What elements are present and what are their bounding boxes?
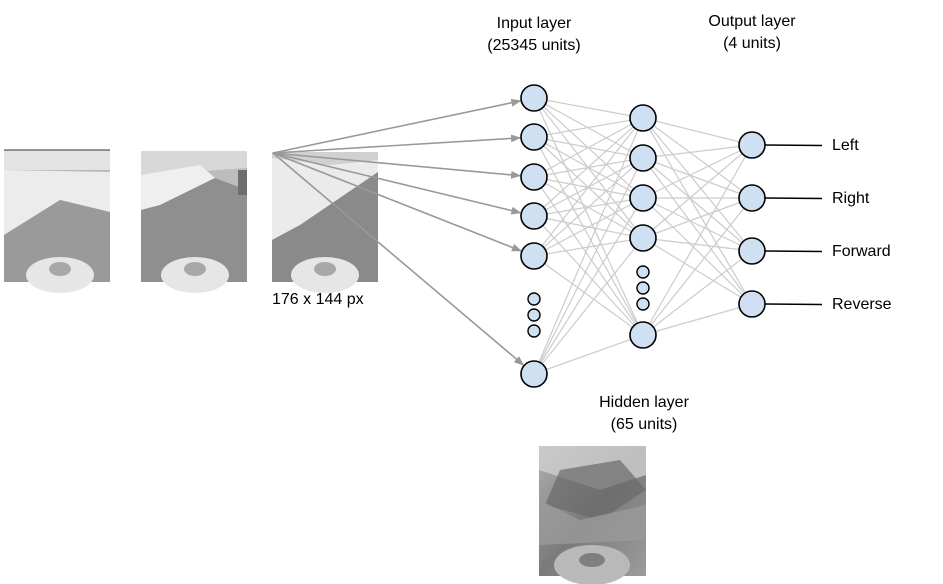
connection-hidden-1-output-0 bbox=[642, 144, 753, 159]
output-label-right: Right bbox=[832, 190, 870, 207]
connection-hidden-2-output-2 bbox=[642, 197, 753, 252]
connection-input-5-hidden-0 bbox=[533, 117, 644, 375]
input-node-4 bbox=[520, 242, 548, 270]
output-lines bbox=[764, 144, 823, 306]
connection-hidden-4-output-0 bbox=[642, 144, 753, 336]
connection-hidden-3-output-3 bbox=[642, 237, 753, 305]
output-line-0 bbox=[764, 144, 823, 147]
connection-input-5-hidden-2 bbox=[533, 197, 644, 375]
connection-hidden-0-output-1 bbox=[642, 117, 753, 199]
output-line-2 bbox=[764, 250, 823, 253]
input-arrow-1 bbox=[272, 134, 522, 154]
input-arrow-4 bbox=[272, 152, 522, 252]
connection-hidden-4-output-3 bbox=[642, 303, 753, 336]
input-ellipsis-dot-1 bbox=[527, 308, 541, 322]
connection-hidden-1-output-1 bbox=[642, 157, 753, 199]
connection-input-4-hidden-2 bbox=[533, 197, 644, 257]
input-ellipsis-dot-0 bbox=[527, 292, 541, 306]
hidden-unit-weights-image bbox=[539, 446, 646, 584]
input-arrow-5 bbox=[272, 152, 525, 366]
input-arrow-0 bbox=[272, 98, 522, 154]
hidden-output-connections bbox=[642, 117, 753, 336]
output-node-3 bbox=[738, 290, 766, 318]
connection-input-2-hidden-0 bbox=[533, 117, 644, 178]
connection-input-3-hidden-4 bbox=[533, 215, 644, 336]
connection-input-4-hidden-1 bbox=[533, 157, 644, 257]
connection-input-1-hidden-4 bbox=[533, 136, 644, 336]
input-layer-title: Input layer bbox=[496, 15, 572, 32]
connection-input-4-hidden-4 bbox=[533, 255, 644, 336]
input-node-5 bbox=[520, 360, 548, 388]
hidden-node-4 bbox=[629, 321, 657, 349]
connection-hidden-3-output-0 bbox=[642, 144, 753, 239]
output-node-1 bbox=[738, 184, 766, 212]
input-layer-units: (25345 units) bbox=[487, 37, 581, 54]
connection-hidden-3-output-1 bbox=[642, 197, 753, 239]
output-node-0 bbox=[738, 131, 766, 159]
camera-frame-1 bbox=[4, 149, 110, 293]
input-arrow-3 bbox=[272, 152, 522, 215]
hidden-layer-units: (65 units) bbox=[610, 416, 678, 433]
output-node-2 bbox=[738, 237, 766, 265]
input-node-2 bbox=[520, 163, 548, 191]
network-nodes bbox=[520, 84, 766, 388]
connection-input-4-hidden-0 bbox=[533, 117, 644, 257]
output-label-forward: Forward bbox=[832, 243, 891, 260]
connection-hidden-0-output-0 bbox=[642, 117, 753, 146]
hidden-node-1 bbox=[629, 144, 657, 172]
connection-input-1-hidden-0 bbox=[533, 117, 644, 138]
connection-input-5-hidden-1 bbox=[533, 157, 644, 375]
connection-hidden-4-output-2 bbox=[642, 250, 753, 336]
hidden-ellipsis-dot-2 bbox=[636, 297, 650, 311]
connection-hidden-2-output-0 bbox=[642, 144, 753, 199]
output-label-left: Left bbox=[832, 137, 859, 154]
output-line-3 bbox=[764, 303, 823, 306]
connection-hidden-1-output-2 bbox=[642, 157, 753, 252]
connection-input-5-hidden-4 bbox=[533, 334, 644, 375]
connection-input-0-hidden-4 bbox=[533, 97, 644, 336]
input-node-3 bbox=[520, 202, 548, 230]
input-node-0 bbox=[520, 84, 548, 112]
hidden-ellipsis-dot-0 bbox=[636, 265, 650, 279]
output-layer-title: Output layer bbox=[708, 13, 796, 30]
input-hidden-connections bbox=[533, 97, 644, 375]
hidden-node-3 bbox=[629, 224, 657, 252]
output-label-reverse: Reverse bbox=[832, 296, 892, 313]
input-arrow-2 bbox=[272, 152, 522, 179]
hidden-node-0 bbox=[629, 104, 657, 132]
hidden-ellipsis-dot-1 bbox=[636, 281, 650, 295]
connection-hidden-0-output-3 bbox=[642, 117, 753, 305]
hidden-node-2 bbox=[629, 184, 657, 212]
input-ellipsis-dot-2 bbox=[527, 324, 541, 338]
connection-hidden-3-output-2 bbox=[642, 237, 753, 252]
output-layer-units: (4 units) bbox=[723, 35, 781, 52]
connection-input-3-hidden-0 bbox=[533, 117, 644, 217]
connection-hidden-4-output-1 bbox=[642, 197, 753, 336]
output-line-1 bbox=[764, 197, 823, 200]
connection-hidden-1-output-3 bbox=[642, 157, 753, 305]
hidden-layer-title: Hidden layer bbox=[599, 394, 689, 411]
connection-hidden-2-output-3 bbox=[642, 197, 753, 305]
input-node-1 bbox=[520, 123, 548, 151]
connection-hidden-0-output-2 bbox=[642, 117, 753, 252]
connection-input-2-hidden-4 bbox=[533, 176, 644, 336]
connection-input-0-hidden-0 bbox=[533, 97, 644, 119]
camera-frame-2 bbox=[141, 151, 247, 293]
frame-size-label: 176 x 144 px bbox=[272, 291, 364, 308]
connection-input-5-hidden-3 bbox=[533, 237, 644, 375]
input-arrows bbox=[272, 98, 525, 366]
camera-frame-3 bbox=[272, 152, 378, 293]
